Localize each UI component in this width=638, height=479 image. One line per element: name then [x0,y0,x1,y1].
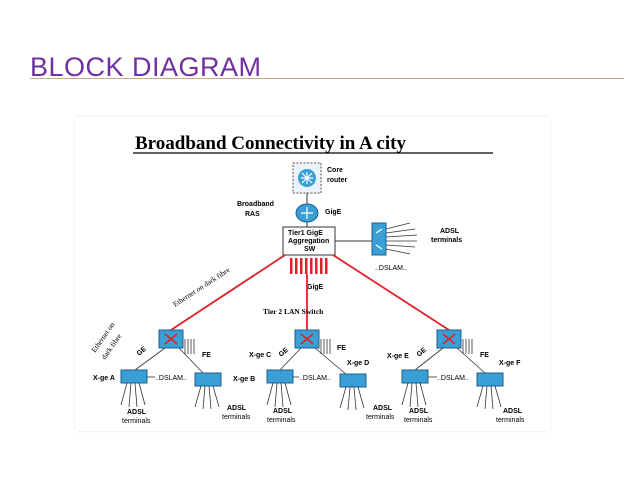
switch-xge-e-icon [401,369,429,384]
branch-c-adsl-right-1: ADSL [373,405,393,412]
branch-e-adsl-right-2: terminals [496,417,525,424]
branch-c-fe: FE [337,345,346,352]
ethernet-dark-fibre-diagonal: Ethernet on dark fibre [171,265,232,309]
gige-mid-label: GigE [307,284,324,291]
branch-e-adsl-left-1: ADSL [409,408,429,415]
branch-c-adsl-left-2: terminals [267,417,296,424]
branch-a-port-lines [134,339,204,374]
adsl-top-label-1: ADSL [440,228,460,235]
tier2-switch-a [158,329,184,349]
ras-label-1: Broadband [237,201,274,208]
branch-c-port-lines [279,339,348,376]
branch-c-adsl-right-2: terminals [366,414,395,421]
dslam-top-label: ..DSLAM.. [375,265,407,272]
agg-label-3: SW [304,246,316,253]
branch-a-dslam: ..DSLAM.. [155,375,187,382]
branch-e-xge-left: X-ge E [387,353,409,360]
switch-xge-a-icon [120,369,148,384]
branch-a-xge-left: X-ge A [93,375,115,382]
agg-label-1: Tier1 GigE [288,230,323,237]
branch-c-ge: GE [278,346,291,358]
branch-e-xge-right: X-ge F [499,360,521,367]
branch-a-fe: FE [202,352,211,359]
diagram-heading: Broadband Connectivity in A city [135,133,406,154]
branch-a-adsl-right-2: terminals [222,414,251,421]
tier2-switch-c [294,329,320,349]
branch-c-xge-left: X-ge C [249,352,271,359]
switch-xge-f-icon [476,372,504,387]
branch-e-terminal-lines [401,382,502,410]
ras-label-2: RAS [245,211,260,218]
branch-e-fe: FE [480,352,489,359]
dslam-top-icon [371,222,387,256]
fibre-links [170,254,450,331]
branch-e-ge: GE [416,346,429,358]
branch-a-ge: GE [136,345,149,357]
network-block-diagram: Broadband Connectivity in A city Core ro… [75,117,550,431]
switch-xge-c-icon [266,369,294,384]
title-underline [30,78,624,79]
branch-e-port-lines [414,339,486,374]
dslam-top-terminal-lines [385,222,418,255]
branch-c-terminal-lines [266,382,365,411]
switch-xge-d-icon [339,373,367,388]
branch-a-adsl-left-2: terminals [122,418,151,425]
tier2-switch-e [436,329,462,349]
branch-c-dslam: ..DSLAM.. [299,375,331,382]
branch-c-adsl-left-1: ADSL [273,408,293,415]
fibre-port-bars [290,258,328,274]
branch-a-adsl-left-1: ADSL [127,409,147,416]
adsl-top-label-2: terminals [431,237,462,244]
branch-a-xge-right: X-ge B [233,376,255,383]
slide-title: BLOCK DIAGRAM [30,52,262,82]
core-router-label-1: Core [327,167,343,174]
branch-a-terminal-lines [120,382,220,410]
branch-e-adsl-left-2: terminals [404,417,433,424]
branch-c-xge-right: X-ge D [347,360,369,367]
switch-xge-b-icon [194,372,222,387]
branch-a-adsl-right-1: ADSL [227,405,247,412]
agg-label-2: Aggregation [288,238,329,245]
diagram-canvas: Broadband Connectivity in A city Core ro… [89,133,525,425]
core-router-icon [292,162,322,194]
core-router-label-2: router [327,177,348,184]
branch-e-dslam: ..DSLAM.. [437,375,469,382]
broadband-ras-icon [295,203,319,223]
gige-top-label: GigE [325,209,342,216]
tier2-label: Tier 2 LAN Switch [263,307,324,316]
branch-e-adsl-right-1: ADSL [503,408,523,415]
